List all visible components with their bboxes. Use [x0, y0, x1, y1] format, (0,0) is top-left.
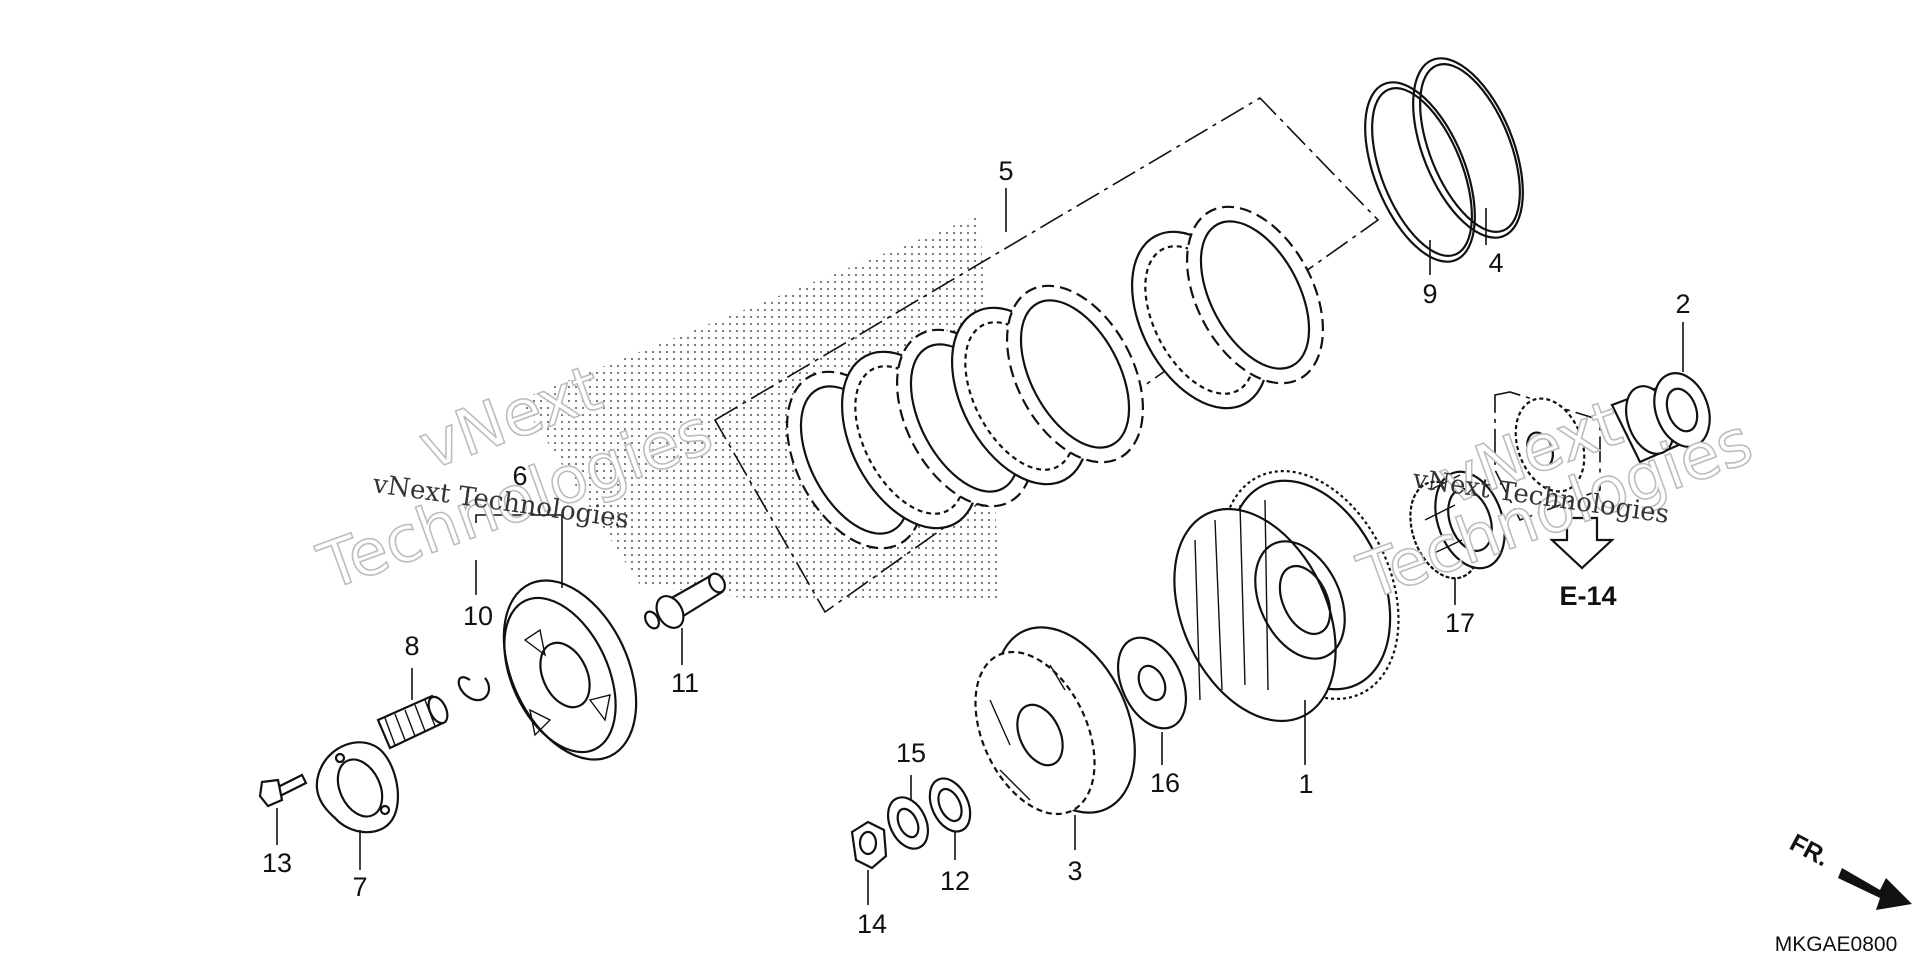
pressure-plate: [502, 579, 638, 761]
clutch-center: [974, 626, 1136, 816]
lock-nut: [850, 820, 888, 870]
callout-17: 17: [1445, 608, 1475, 638]
plate-set-box: [713, 96, 1380, 614]
callout-12: 12: [940, 866, 970, 896]
callout-14: 14: [857, 909, 887, 939]
friction-disc: [1185, 205, 1325, 385]
clutch-outer: [1173, 470, 1400, 723]
wire-ring: [1419, 63, 1521, 233]
front-arrow-icon: [1838, 868, 1912, 910]
front-label: FR.: [1785, 829, 1834, 873]
reference-arrow: [1549, 516, 1615, 570]
callout-labels: 1 2 3 4 5 6 7 8 9 10 11 12 13 14 15 16 1…: [262, 156, 1691, 939]
callout-1: 1: [1298, 769, 1313, 799]
front-direction-indicator: FR.: [1785, 829, 1912, 910]
bushing: [1610, 372, 1711, 464]
lifter-rod: [644, 572, 726, 630]
needle-bearing: [1409, 470, 1506, 580]
wire-ring: [1364, 81, 1476, 263]
callout-6: 6: [512, 461, 527, 491]
callout-8: 8: [404, 631, 419, 661]
callout-13: 13: [262, 848, 292, 878]
wire-ring: [1371, 87, 1473, 257]
washer: [886, 796, 930, 850]
flange-bolt: [258, 773, 308, 808]
reference-outline: [1494, 391, 1601, 522]
lock-washer: [928, 777, 972, 833]
diagram-code: MKGAE0800: [1775, 933, 1898, 956]
leader-lines: [276, 188, 1684, 905]
wire-ring: [1412, 57, 1524, 239]
callout-7: 7: [352, 872, 367, 902]
friction-disc: [1005, 284, 1145, 464]
reference-label: E-14: [1559, 581, 1616, 611]
callout-9: 9: [1422, 279, 1437, 309]
clutch-spring: [376, 694, 449, 750]
reference-gear: [1514, 397, 1586, 493]
callout-4: 4: [1488, 248, 1503, 278]
callout-16: 16: [1150, 768, 1180, 798]
lifter-plate: [315, 741, 400, 834]
callout-15: 15: [896, 738, 926, 768]
callout-10: 10: [463, 601, 493, 631]
thrust-washer: [1116, 636, 1188, 730]
callout-11: 11: [671, 668, 699, 698]
clutch-plate-stack: [785, 205, 1325, 550]
circlip: [457, 676, 491, 702]
callout-5: 5: [998, 156, 1013, 186]
callout-2: 2: [1675, 289, 1690, 319]
callout-3: 3: [1067, 856, 1082, 886]
